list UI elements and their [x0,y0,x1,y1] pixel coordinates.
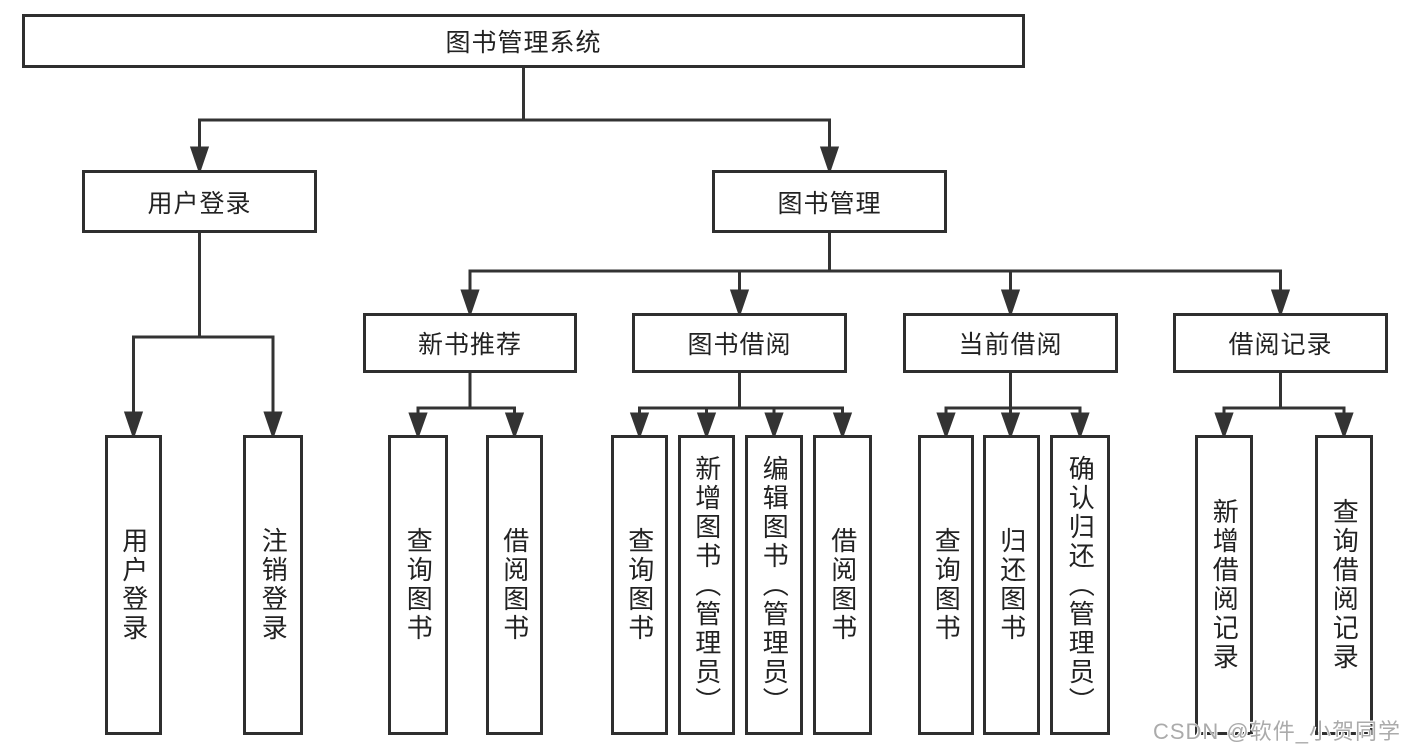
node-new-book-recommend: 新书推荐 [363,313,577,373]
leaf-borrow-books-recommend: 借阅图书 [486,435,543,735]
node-book-borrow: 图书借阅 [632,313,847,373]
connector-user-login [123,231,283,440]
connector-new-book-recommend [408,371,525,440]
node-borrow-records: 借阅记录 [1173,313,1388,373]
node-user-login: 用户登录 [82,170,317,233]
connector-current-borrow [936,371,1090,440]
connector-root [189,66,840,175]
watermark: CSDN @软件_小贺同学 [1152,719,1401,744]
connector-book-mgmt [460,231,1291,318]
leaf-add-borrow-record: 新增借阅记录 [1195,435,1253,735]
leaf-logout: 注销登录 [243,435,303,735]
leaf-confirm-return-admin: 确认归还（管理员） [1050,435,1110,735]
connector-book-borrow [629,371,853,440]
leaf-add-book-admin: 新增图书（管理员） [678,435,735,735]
leaf-user-login: 用户登录 [105,435,162,735]
connector-borrow-records [1214,371,1354,440]
node-book-mgmt: 图书管理 [712,170,947,233]
leaf-return-books: 归还图书 [983,435,1040,735]
leaf-borrow-books: 借阅图书 [813,435,872,735]
leaf-query-books-borrow: 查询图书 [611,435,668,735]
leaf-query-borrow-record: 查询借阅记录 [1315,435,1373,735]
node-root: 图书管理系统 [22,14,1025,68]
leaf-query-books-current: 查询图书 [918,435,974,735]
leaf-edit-book-admin: 编辑图书（管理员） [745,435,803,735]
leaf-query-books-recommend: 查询图书 [388,435,448,735]
node-current-borrow: 当前借阅 [903,313,1118,373]
